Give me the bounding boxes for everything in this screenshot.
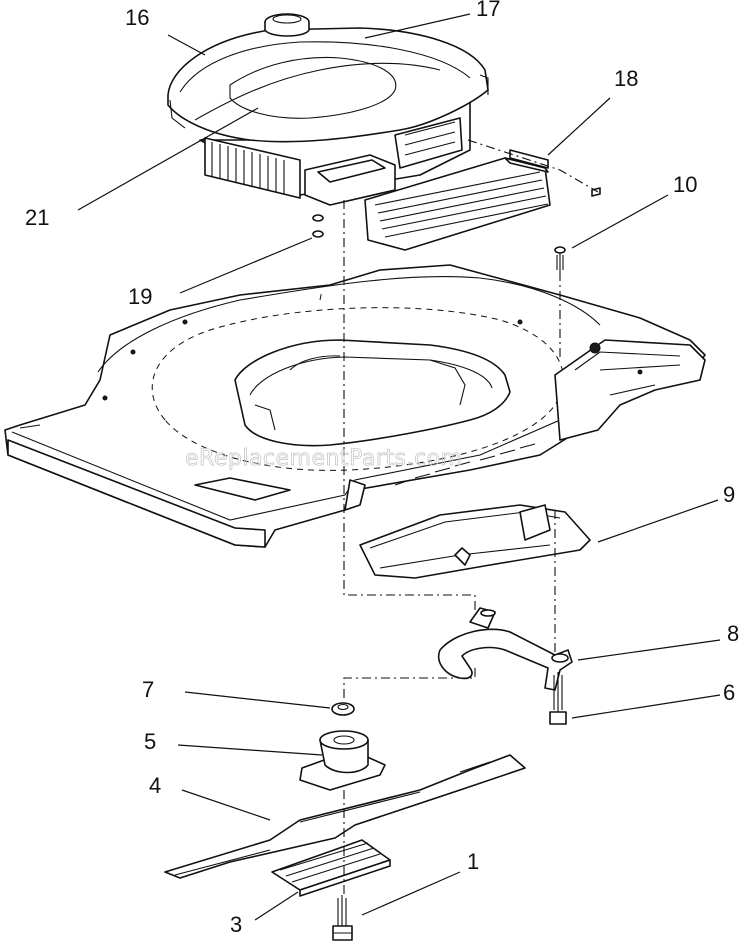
watermark-text: eReplacementParts.com xyxy=(185,446,462,471)
assembly-centerlines xyxy=(343,139,599,895)
callout-10[interactable]: 10 xyxy=(673,172,697,197)
bolt-part-10[interactable] xyxy=(554,246,566,272)
blade-part-4[interactable] xyxy=(164,754,526,879)
bolt-part-1[interactable] xyxy=(332,895,353,941)
stiffener-part-3[interactable] xyxy=(271,839,391,897)
callout-21[interactable]: 21 xyxy=(25,205,49,230)
washer-part-7[interactable] xyxy=(331,702,355,716)
callout-1[interactable]: 1 xyxy=(467,849,479,874)
callout-4[interactable]: 4 xyxy=(149,773,161,798)
callout-7[interactable]: 7 xyxy=(142,677,154,702)
deflector-part-18[interactable] xyxy=(364,149,551,251)
screws-part-19[interactable] xyxy=(312,214,324,238)
leader-lines xyxy=(77,13,721,921)
mower-deck[interactable] xyxy=(4,264,706,548)
adapter-part-5[interactable] xyxy=(299,730,386,791)
callout-6[interactable]: 6 xyxy=(723,680,735,705)
callout-16[interactable]: 16 xyxy=(125,5,149,30)
baffle-part-9[interactable] xyxy=(359,504,591,579)
callout-8[interactable]: 8 xyxy=(727,621,739,646)
engine-assembly[interactable] xyxy=(167,13,489,206)
callout-18[interactable]: 18 xyxy=(614,66,638,91)
callout-3[interactable]: 3 xyxy=(230,912,242,937)
bracket-part-8[interactable] xyxy=(438,607,573,691)
callout-labels: 16 17 18 10 21 19 9 8 7 6 5 4 1 3 xyxy=(25,0,739,937)
bolt-part-6[interactable] xyxy=(549,672,567,725)
callout-17[interactable]: 17 xyxy=(476,0,500,21)
callout-5[interactable]: 5 xyxy=(144,729,156,754)
callout-9[interactable]: 9 xyxy=(723,482,735,507)
callout-19[interactable]: 19 xyxy=(128,284,152,309)
